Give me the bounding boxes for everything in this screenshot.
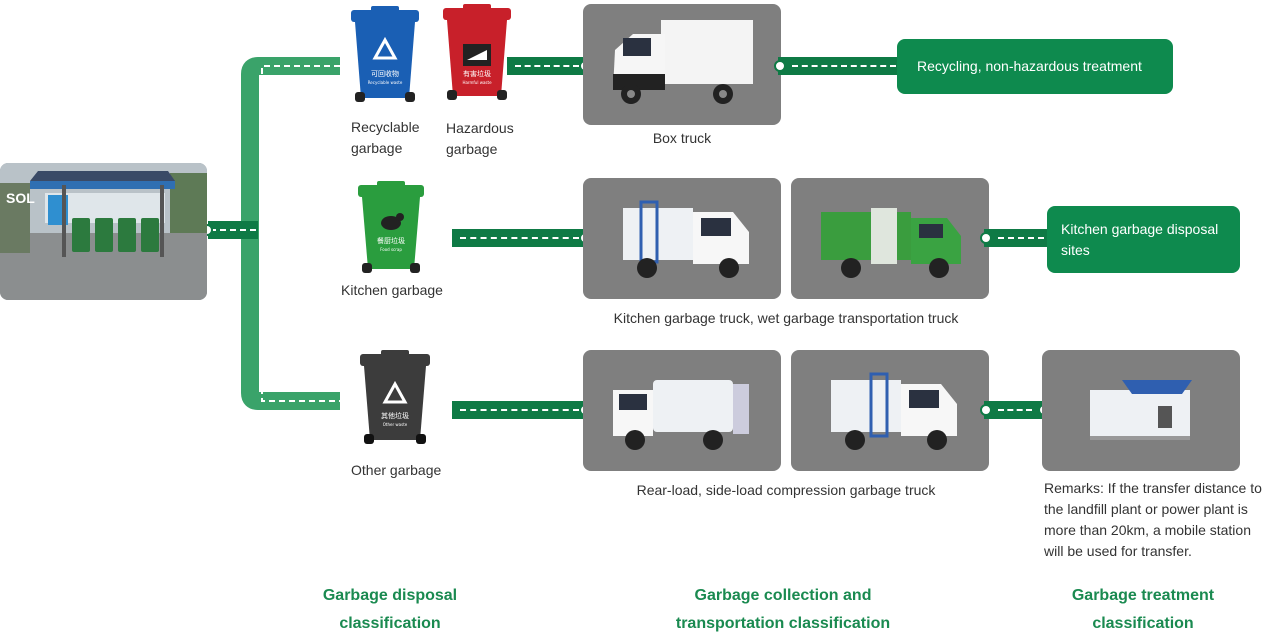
svg-text:Harmful waste: Harmful waste [462,80,492,85]
connector-row2-truck-dest [980,229,1052,247]
svg-text:Other waste: Other waste [383,422,408,427]
garbage-station-photo: SOL [0,163,207,300]
svg-text:SOL: SOL [6,190,35,206]
connector-row3-bins-truck [452,401,591,419]
recycling-destination: Recycling, non-hazardous treatment [897,39,1173,94]
kitchen-truck-photo-2 [791,178,989,299]
connector-row1-bins-truck [507,57,591,75]
svg-text:Food scrap: Food scrap [380,247,402,252]
connector-row2-bins-truck [452,229,591,247]
other-bin-icon: 其他垃圾 Other waste [358,350,432,448]
tree-connector [201,57,340,410]
recyclable-label: Recyclable garbage [351,119,420,156]
recyclable-bin-icon: 可回收物 Recyclable waste [349,6,421,106]
kitchen-label: Kitchen garbage [341,282,443,298]
column-treatment-heading: Garbage treatment classification [1071,587,1215,632]
kitchen-disposal-destination: Kitchen garbage disposal sites [1047,206,1240,273]
recyclable-bin-text: 可回收物 [371,69,399,78]
compression-truck-label: Rear-load, side-load compression garbage… [636,482,936,498]
connector-row3-truck-dest [980,401,1050,419]
kitchen-truck-label: Kitchen garbage truck, wet garbage trans… [613,310,959,326]
svg-text:Recyclable waste: Recyclable waste [368,80,403,85]
column-collection-heading: Garbage collection and transportation cl… [675,587,891,632]
side-load-truck-photo [791,350,989,471]
box-truck-label: Box truck [652,130,712,146]
other-bin-text: 其他垃圾 [381,411,409,420]
other-label: Other garbage [351,462,442,478]
hazardous-label: Hazardous garbage [446,120,514,157]
hazardous-bin-icon: 有害垃圾 Harmful waste [441,4,513,104]
kitchen-bin-text: 餐厨垃圾 [377,236,405,245]
hazardous-bin-text: 有害垃圾 [463,69,491,78]
rear-load-truck-photo [583,350,781,471]
mobile-station-photo [1042,350,1240,471]
kitchen-truck-photo-1 [583,178,781,299]
box-truck-photo [583,4,781,125]
connector-row1-truck-dest [774,57,904,75]
remarks-text: Remarks: If the transfer distance to the… [1044,480,1262,559]
column-disposal-heading: Garbage disposal classification [322,587,458,632]
kitchen-bin-icon: 餐厨垃圾 Food scrap [356,181,426,277]
